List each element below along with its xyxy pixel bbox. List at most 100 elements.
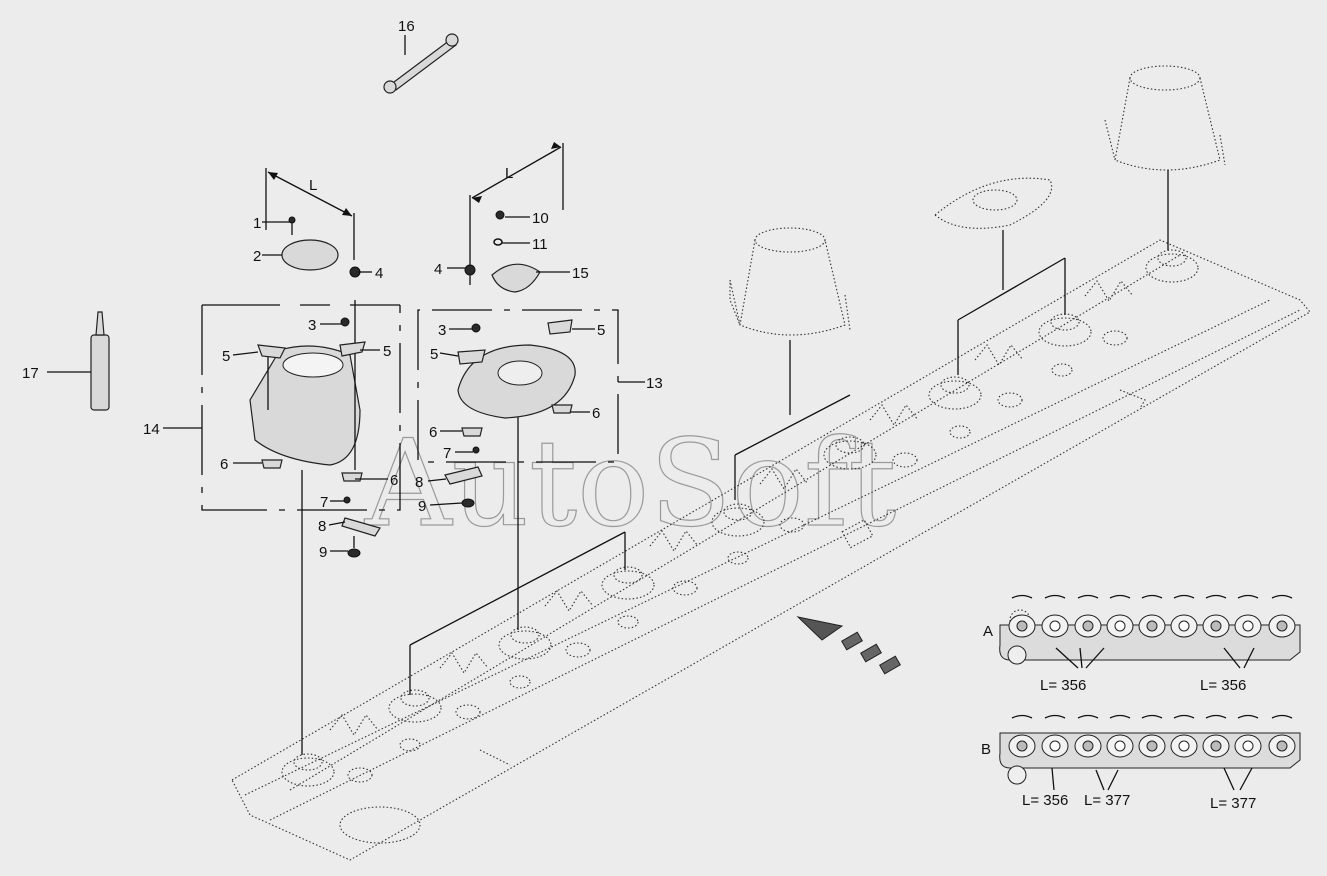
- idler-gear: [1051, 363, 1073, 377]
- rotation-arrow: [1173, 714, 1195, 719]
- inset-b-discs: [1008, 714, 1296, 758]
- callout-7: 7: [320, 494, 328, 511]
- callout-leaders: [47, 216, 645, 552]
- rotation-arrow: [1205, 714, 1227, 719]
- disc-hub-4: [601, 566, 655, 600]
- rotation-arrow: [1237, 714, 1259, 719]
- inset-b-length-1: L= 356: [1022, 792, 1068, 809]
- disc-hub-5: [711, 503, 765, 537]
- inset-disc-hub: [1242, 740, 1254, 752]
- idler-gear: [892, 452, 918, 468]
- idler-gear: [509, 675, 531, 689]
- wrench-icon: [383, 33, 459, 94]
- callout-6: 6: [429, 424, 437, 441]
- callout-13: 13: [646, 375, 663, 392]
- callout-11: 11: [532, 236, 548, 253]
- assembly-leaders: [301, 170, 1169, 755]
- idler-gear: [565, 642, 591, 658]
- callout-9: 9: [319, 544, 327, 561]
- callout-3: 3: [438, 322, 446, 339]
- disc-hub-2: [388, 689, 442, 723]
- idler-gear: [399, 738, 421, 752]
- inset-b-length-2: L= 377: [1084, 792, 1130, 809]
- idler-gear: [1102, 330, 1128, 346]
- idler-gear: [455, 704, 481, 720]
- inset-a-length-right: L= 356: [1200, 677, 1246, 694]
- callout-16: 16: [398, 18, 415, 35]
- callout-6: 6: [220, 456, 228, 473]
- callout-5: 5: [222, 348, 230, 365]
- rotation-arrow: [1011, 594, 1033, 599]
- rotation-arrow: [1077, 594, 1099, 599]
- inset-variant-a: A L= 356 L= 356: [983, 594, 1301, 694]
- callout-labels: 16 1 2 4 3 5 5 14 6 6 7 8 9 17 10 11 4 1…: [22, 18, 663, 561]
- cone-cover-dotted-1: [729, 227, 851, 336]
- inset-disc-hub: [1276, 620, 1288, 632]
- callout-3: 3: [308, 317, 316, 334]
- disc-hub-3: [498, 626, 552, 660]
- cone-cover-dotted-2: [1104, 65, 1226, 171]
- idler-gear: [617, 615, 639, 629]
- rotation-arrow: [1077, 714, 1099, 719]
- callout-8: 8: [318, 518, 326, 535]
- disc-hub-9: [1145, 249, 1199, 283]
- inset-disc-hub: [1082, 740, 1094, 752]
- disc-hub-6: [823, 436, 877, 470]
- callout-17: 17: [22, 365, 39, 382]
- inset-variant-b: B L= 356 L= 377 L= 377: [981, 714, 1301, 812]
- rotation-arrow: [1109, 594, 1131, 599]
- rotation-arrow: [1271, 594, 1293, 599]
- callout-15: 15: [572, 265, 589, 282]
- inset-disc-hub: [1146, 740, 1158, 752]
- disc-assemblies: [281, 249, 1199, 787]
- rotation-arrow: [1141, 594, 1163, 599]
- callout-7: 7: [443, 445, 451, 462]
- dimension-label-l: L: [309, 177, 317, 194]
- idler-gear: [779, 517, 805, 533]
- watermark: AutoSoft: [364, 415, 897, 554]
- callout-2: 2: [253, 248, 261, 265]
- inset-disc-hub: [1146, 620, 1158, 632]
- callout-1: 1: [253, 215, 261, 232]
- inset-a-letter: A: [983, 623, 993, 640]
- dimension-label-l: L: [505, 165, 513, 182]
- inset-disc-hub: [1210, 740, 1222, 752]
- rotation-arrow: [1011, 714, 1033, 719]
- rotation-arrow: [1271, 714, 1293, 719]
- callout-10: 10: [532, 210, 549, 227]
- callout-14: 14: [143, 421, 160, 438]
- callout-6: 6: [390, 472, 398, 489]
- inset-a-discs: [1008, 594, 1296, 638]
- inset-disc-hub: [1210, 620, 1222, 632]
- rotation-arrow: [1237, 594, 1259, 599]
- inset-a-length-left: L= 356: [1040, 677, 1086, 694]
- inset-disc-hub: [1049, 740, 1061, 752]
- disc-hub-8: [1038, 313, 1092, 347]
- callout-5: 5: [383, 343, 391, 360]
- rotation-arrow: [1173, 594, 1195, 599]
- rotation-arrow: [1044, 594, 1066, 599]
- rotation-arrow: [1044, 714, 1066, 719]
- inset-disc-hub: [1178, 740, 1190, 752]
- disc-hub-7: [928, 376, 982, 410]
- cutter-bar: [231, 239, 1311, 861]
- travel-direction-arrow: [796, 616, 901, 675]
- idler-gear: [727, 551, 749, 565]
- inset-disc-hub: [1242, 620, 1254, 632]
- inset-disc-hub: [1082, 620, 1094, 632]
- idler-gear: [347, 767, 373, 783]
- inset-disc-hub: [1276, 740, 1288, 752]
- callout-4: 4: [375, 265, 383, 282]
- disc-dotted: [934, 177, 1053, 229]
- inset-disc-hub: [1178, 620, 1190, 632]
- assembly-13: [417, 142, 619, 508]
- idler-gear: [997, 392, 1023, 408]
- inset-disc-hub: [1016, 740, 1028, 752]
- callout-5: 5: [597, 322, 605, 339]
- assembly-14: [90, 168, 401, 558]
- inset-disc-hub: [1114, 740, 1126, 752]
- idler-gear: [672, 580, 698, 596]
- callout-9: 9: [418, 498, 426, 515]
- callout-4: 4: [434, 261, 442, 278]
- inset-disc-hub: [1016, 620, 1028, 632]
